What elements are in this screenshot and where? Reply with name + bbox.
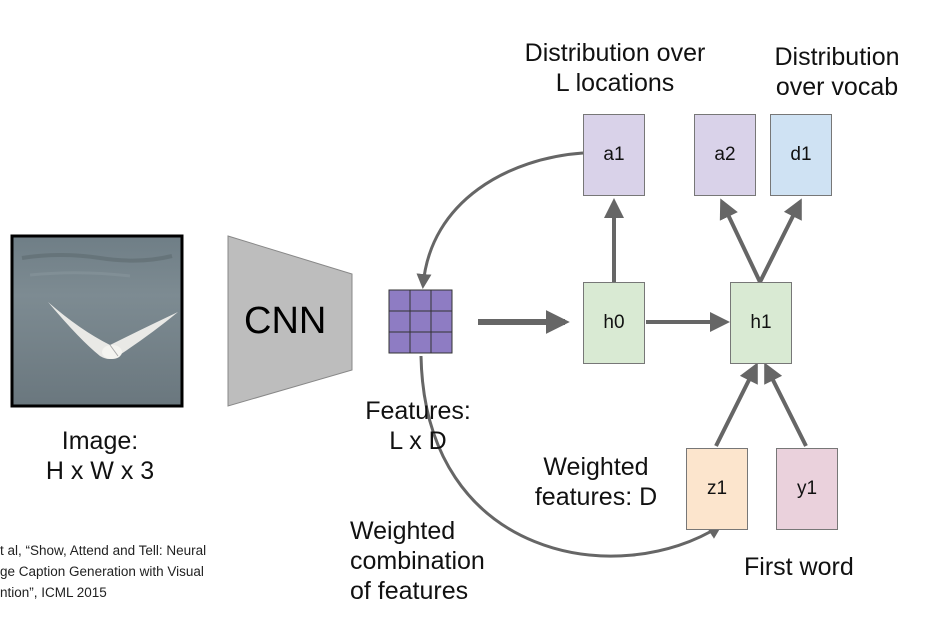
cnn-block: [227, 235, 353, 407]
node-d1: d1: [770, 114, 832, 196]
node-a2: a2: [694, 114, 756, 196]
dist-locations-line-1: Distribution over: [524, 39, 706, 67]
image-label-line-2: H x W x 3: [45, 457, 155, 485]
weighted-combination-label: Weighted combination of features: [350, 516, 485, 606]
bird-shape: [48, 302, 178, 359]
dist-vocab-line-2: over vocab: [775, 73, 899, 101]
node-h0: h0: [583, 282, 645, 364]
h1-to-d1-arrow: [758, 198, 802, 283]
h1-to-a2-arrow: [719, 198, 762, 283]
citation-line-2: ge Caption Generation with Visual: [0, 564, 204, 579]
dist-vocab-line-1: Distribution: [774, 43, 900, 71]
image-label: Image: H x W x 3: [30, 426, 170, 486]
features-label: Features: L x D: [348, 396, 488, 456]
weighted-combination-line-1: Weighted: [350, 517, 456, 545]
input-image: [10, 234, 184, 408]
dist-vocab-label: Distribution over vocab: [752, 42, 922, 102]
features-label-line-1: Features:: [365, 397, 471, 425]
dist-locations-line-2: L locations: [555, 69, 675, 97]
node-z1: z1: [686, 448, 748, 530]
first-word-label: First word: [744, 553, 854, 581]
weighted-combination-line-3: of features: [350, 577, 469, 605]
features-to-z1-curve: [419, 355, 723, 558]
citation-line-1: t al, “Show, Attend and Tell: Neural: [0, 543, 207, 558]
feature-grid: [388, 289, 453, 354]
weighted-combination-line-2: combination: [350, 547, 485, 575]
image-label-line-1: Image:: [61, 427, 139, 455]
node-h1: h1: [730, 282, 792, 364]
cnn-label: CNN: [244, 300, 327, 342]
node-y1: y1: [776, 448, 838, 530]
node-a1: a1: [583, 114, 645, 196]
citation: t al, “Show, Attend and Tell: Neural ge …: [0, 540, 206, 603]
weighted-features-line-2: features: D: [534, 483, 658, 511]
features-label-line-2: L x D: [389, 427, 447, 455]
y1-to-h1-arrow: [764, 362, 808, 447]
z1-to-h1-arrow: [714, 362, 758, 447]
citation-line-3: ntion”, ICML 2015: [0, 585, 107, 600]
weighted-features-line-1: Weighted: [543, 453, 649, 481]
dist-locations-label: Distribution over L locations: [505, 38, 725, 98]
weighted-features-label: Weighted features: D: [516, 452, 676, 512]
a1-to-features-curve: [416, 151, 584, 289]
